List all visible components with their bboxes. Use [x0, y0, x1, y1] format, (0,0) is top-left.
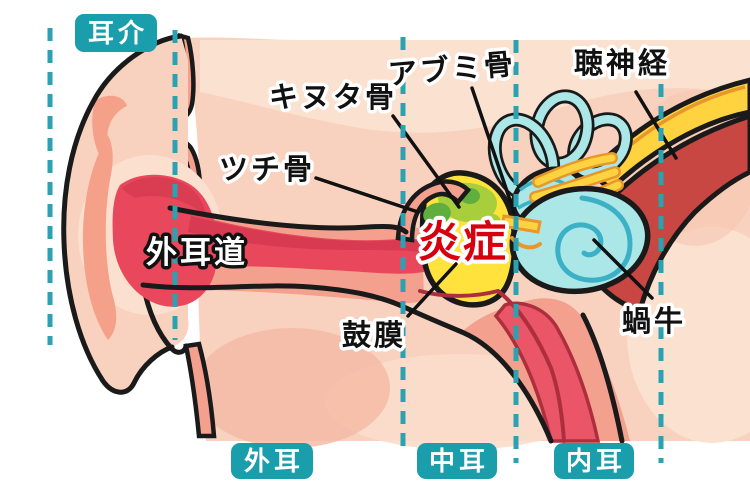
- tube-inner-darkred: [418, 288, 566, 443]
- label-eardrum: 鼓膜: [342, 318, 406, 352]
- leader-eardrum: [406, 262, 458, 318]
- leader-cochlea: [592, 238, 654, 300]
- tube-core: [493, 301, 601, 443]
- region-box-outer-ear-bg: [231, 443, 313, 479]
- leader-auditory-nerve: [634, 90, 678, 160]
- pinna-outer-contour: [61, 33, 184, 395]
- nerve-band-inner-line: [620, 85, 746, 154]
- cochlea: [509, 185, 651, 295]
- head-skin-highlight-top: [200, 40, 750, 133]
- head-skin-shadow-left: [194, 328, 390, 448]
- inflammation-label: 炎症: [418, 218, 508, 268]
- head-skin-highlight-right: [627, 227, 750, 443]
- region-box-inner-ear-label: 内耳: [566, 447, 626, 477]
- concha-red: [112, 174, 218, 307]
- antihelix-ridge: [82, 135, 117, 340]
- region-dividers: [47, 28, 664, 463]
- infection-blob-small: [484, 214, 502, 238]
- crease-lower: [183, 341, 217, 439]
- region-box-outer-ear-label: 外耳: [244, 447, 304, 477]
- label-auditory-nerve: 聴神経: [574, 46, 670, 80]
- label-incus: キヌタ骨: [269, 80, 397, 114]
- label-malleus: ツチ骨: [219, 152, 315, 186]
- region-box-auricle-bg: [75, 14, 157, 52]
- canal-top-wall: [167, 205, 409, 235]
- region-box-auricle: 耳介: [75, 14, 157, 52]
- label-ear-canal: 外耳道: [146, 235, 248, 271]
- region-box-middle-ear: 中耳: [417, 443, 497, 479]
- label-cochlea: 蝸牛: [622, 304, 686, 338]
- region-box-inner-ear-bg: [554, 443, 634, 479]
- tragus-notch: [140, 281, 189, 355]
- region-box-auricle-label: 耳介: [88, 19, 148, 49]
- concha-shade: [122, 176, 207, 218]
- canal-core-shade: [188, 216, 423, 252]
- antihelix-hook: [92, 95, 127, 158]
- stapes-plate: [500, 214, 542, 234]
- region-box-middle-ear-bg: [417, 443, 497, 479]
- region-box-middle-ear-label: 中耳: [429, 447, 489, 477]
- region-box-inner-ear: 内耳: [554, 443, 634, 479]
- region-box-outer-ear: 外耳: [231, 443, 313, 479]
- cochlea-body: [509, 185, 651, 295]
- region-label-boxes: 耳介 外耳 中耳 内耳: [75, 14, 634, 479]
- ear-canal: [112, 174, 425, 307]
- leader-stapes: [470, 86, 516, 214]
- strand-2: [534, 154, 616, 186]
- strand-1: [531, 168, 619, 201]
- leader-malleus: [314, 176, 420, 214]
- tube-right-outline: [580, 312, 625, 444]
- infection-blob-dark1: [423, 202, 451, 226]
